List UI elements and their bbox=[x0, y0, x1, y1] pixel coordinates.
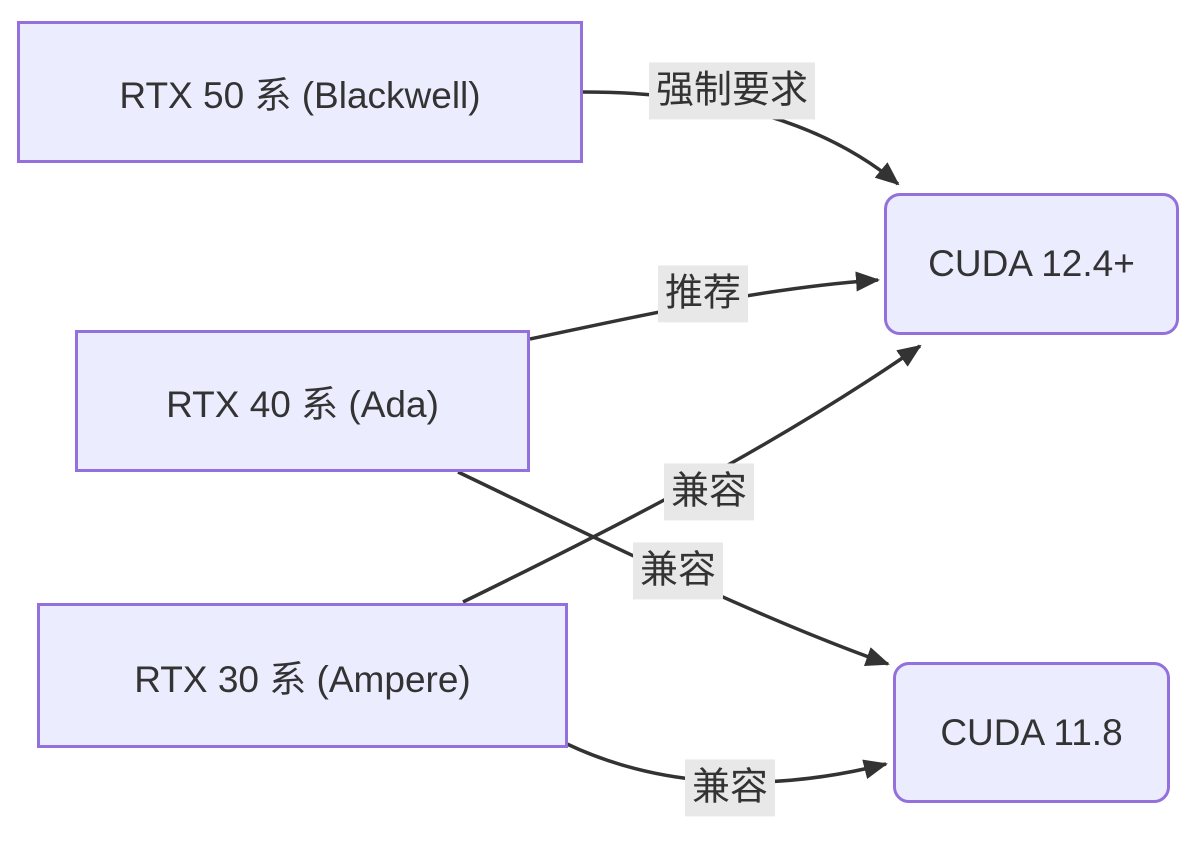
node-rtx50: RTX 50 系 (Blackwell) bbox=[17, 21, 583, 163]
node-rtx40: RTX 40 系 (Ada) bbox=[75, 330, 530, 472]
edge-label-recommended: 推荐 bbox=[657, 265, 749, 323]
node-cuda124: CUDA 12.4+ bbox=[884, 193, 1179, 335]
node-label: RTX 30 系 (Ampere) bbox=[134, 658, 471, 700]
node-label: CUDA 12.4+ bbox=[928, 243, 1135, 284]
node-cuda118: CUDA 11.8 bbox=[893, 662, 1170, 803]
edge-label-mandatory: 强制要求 bbox=[648, 62, 816, 120]
edge-label-compatible-rtx30-cuda124: 兼容 bbox=[663, 463, 755, 521]
edge-label-compatible-rtx40-cuda118: 兼容 bbox=[632, 542, 724, 600]
node-rtx30: RTX 30 系 (Ampere) bbox=[37, 603, 568, 748]
node-label: RTX 40 系 (Ada) bbox=[166, 384, 439, 425]
node-label: CUDA 11.8 bbox=[940, 711, 1123, 753]
edge-label-compatible-rtx30-cuda118: 兼容 bbox=[684, 759, 776, 817]
node-label: RTX 50 系 (Blackwell) bbox=[119, 75, 481, 116]
